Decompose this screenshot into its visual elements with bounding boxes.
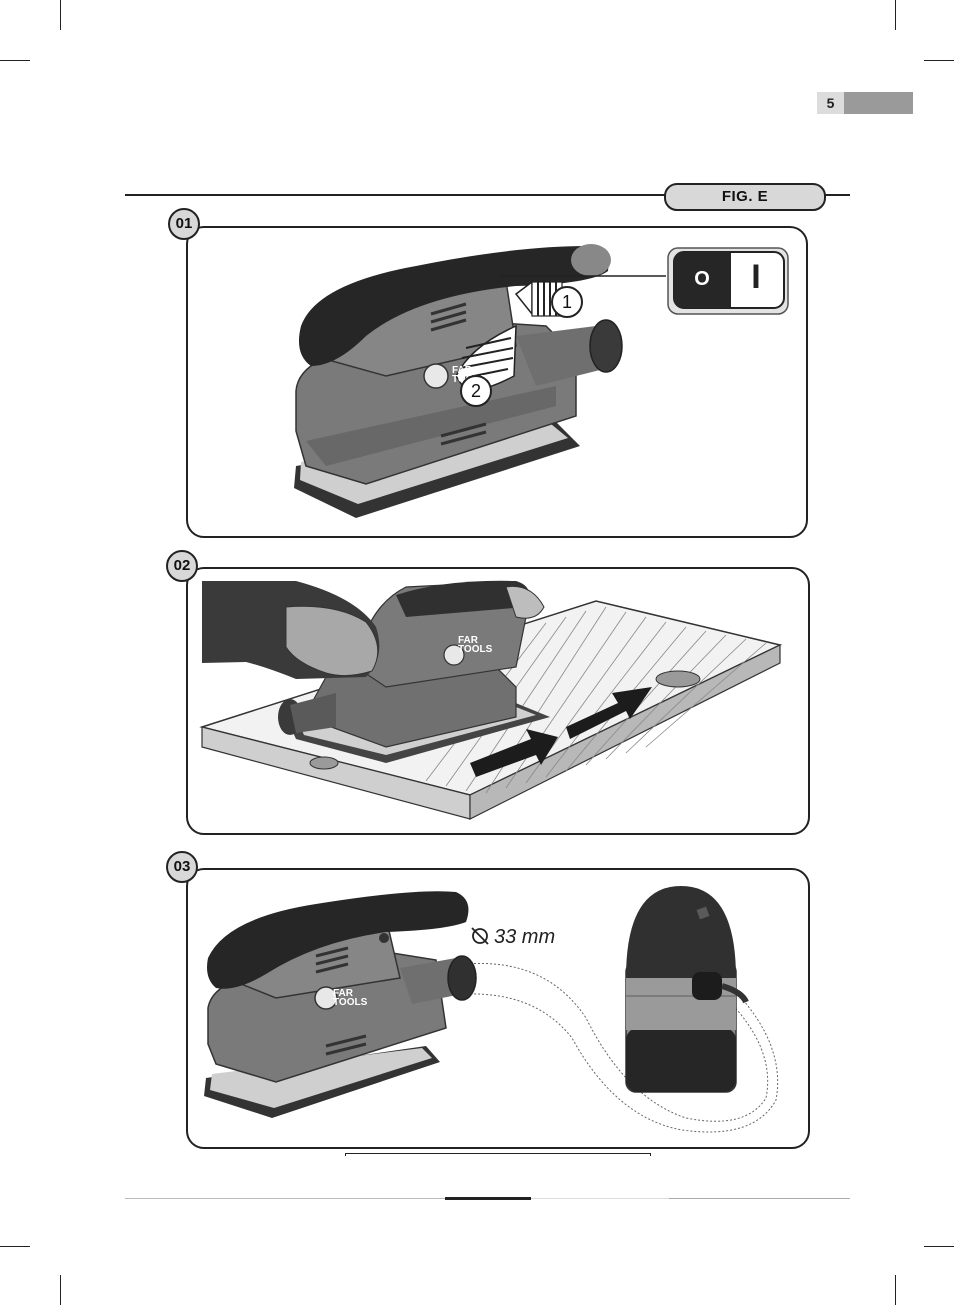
switch-on-symbol: I: [751, 258, 761, 296]
page-number: 5: [817, 92, 844, 114]
diameter-label: 33 mm: [494, 926, 556, 948]
crop-mark: [895, 0, 896, 30]
brand-line-1: FAR: [333, 988, 353, 999]
brand-logo-03: FAR TOOLS: [333, 988, 373, 1008]
header-rule: [125, 194, 850, 196]
page-tab-bar: [844, 92, 913, 114]
figure-label: FIG. E: [664, 183, 826, 211]
step-number-01: 01: [168, 208, 200, 240]
crop-mark: [0, 60, 30, 61]
crop-mark: [895, 1275, 896, 1305]
crop-mark: [924, 60, 954, 61]
switch-off-symbol: O: [694, 268, 710, 290]
brand-line-2: TOOLS: [458, 644, 493, 655]
footer-rule-light: [531, 1198, 669, 1199]
callout-2: 2: [460, 375, 492, 407]
footer-rule-dark: [445, 1197, 531, 1200]
crop-mark: [924, 1246, 954, 1247]
callout-1: 1: [551, 286, 583, 318]
brand-line-1: FAR: [452, 365, 472, 376]
step-number-02: 02: [166, 550, 198, 582]
sander-illustration-01: [294, 244, 789, 518]
crop-mark: [0, 1246, 30, 1247]
sanding-board-illustration: [199, 580, 783, 820]
step-number-03: 03: [166, 851, 198, 883]
brand-logo-02: FAR TOOLS: [458, 635, 498, 655]
footer-rule-light: [125, 1198, 445, 1199]
brand-line-2: TOOLS: [333, 997, 368, 1008]
crop-mark: [60, 1275, 61, 1305]
dust-extraction-illustration: [204, 886, 779, 1133]
footer-rule-mid: [669, 1198, 850, 1199]
crop-mark: [60, 0, 61, 30]
caption-box: [345, 1153, 651, 1156]
brand-line-1: FAR: [458, 635, 478, 646]
page-number-tab: 5: [817, 92, 913, 114]
